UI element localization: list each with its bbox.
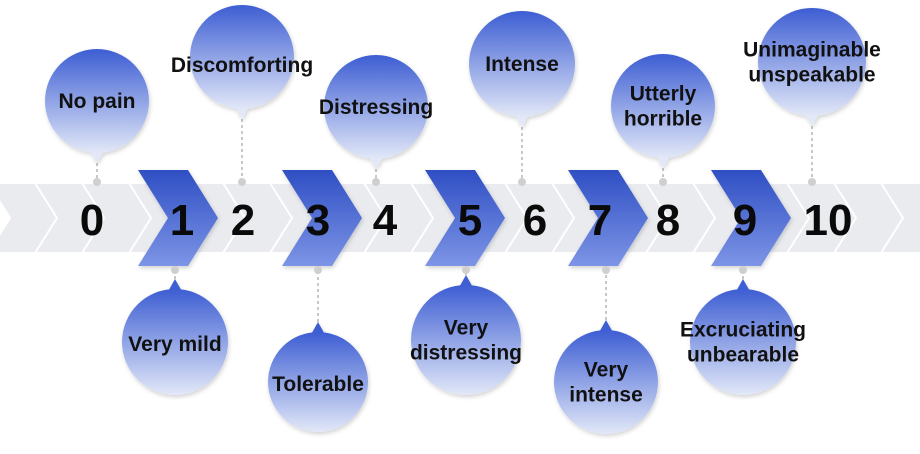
pain-label-line: intense: [569, 384, 643, 407]
connector-dot: [93, 178, 101, 186]
pain-label-6: Intense: [485, 53, 559, 76]
pain-label-line: Very: [584, 359, 629, 382]
pain-number-0: 0: [80, 196, 104, 245]
pain-label-line: Excruciating: [680, 319, 806, 342]
pain-number-10: 10: [804, 196, 853, 245]
bubble-10: [758, 8, 866, 126]
connector-dot: [462, 266, 470, 274]
chevron-arrow-highlight: [711, 170, 791, 266]
chevron-arrow-highlight: [138, 170, 218, 266]
pain-number-7: 7: [588, 196, 612, 245]
bubble-circle: [268, 332, 368, 432]
connector-dot: [808, 178, 816, 186]
bubble-circle: [611, 54, 715, 158]
pain-label-line: Utterly: [630, 83, 697, 106]
chevron-arrow-highlight: [425, 170, 505, 266]
chevron-band: [0, 170, 920, 266]
pain-label-line: Tolerable: [272, 373, 364, 396]
bubble-2: [190, 5, 294, 119]
pain-number-6: 6: [523, 196, 547, 245]
bubble-circle: [758, 8, 866, 116]
bubble-8: [611, 54, 715, 168]
bubble-circle: [190, 5, 294, 109]
bubble-circle: [45, 49, 149, 153]
pain-label-line: Unimaginable: [743, 39, 881, 62]
bubble-1: [122, 279, 228, 395]
bubble-circle: [469, 11, 575, 117]
connector-dot: [372, 178, 380, 186]
bubble-circle: [554, 330, 658, 434]
pain-number-4: 4: [373, 196, 398, 245]
pain-number-1: 1: [170, 196, 194, 245]
pain-label-0: No pain: [59, 90, 136, 113]
pain-number-5: 5: [458, 196, 482, 245]
bubble-4: [324, 55, 428, 169]
bubble-circle: [324, 55, 428, 159]
pain-label-line: Discomforting: [171, 54, 313, 77]
pain-number-3: 3: [306, 196, 330, 245]
bubble-circle: [690, 289, 796, 395]
pain-number-2: 2: [231, 196, 255, 245]
pain-label-line: No pain: [59, 90, 136, 113]
pain-label-1: Very mild: [128, 333, 221, 356]
pain-label-2: Discomforting: [171, 54, 313, 77]
connector-dot: [314, 266, 322, 274]
pain-label-line: unbearable: [687, 344, 799, 367]
pain-label-line: horrible: [624, 108, 702, 131]
connector-lines: [93, 119, 816, 322]
connector-dot: [739, 266, 747, 274]
bubble-9: [690, 279, 796, 395]
bubble-5: [411, 275, 521, 395]
bubble-3: [268, 322, 368, 432]
pain-label-line: unspeakable: [748, 64, 875, 87]
pain-label-4: Distressing: [319, 96, 433, 119]
pain-label-line: Very mild: [128, 333, 221, 356]
pain-label-3: Tolerable: [272, 373, 364, 396]
connector-dot: [518, 178, 526, 186]
chevron-arrow-highlight: [568, 170, 648, 266]
chevron-arrow-highlight: [282, 170, 362, 266]
pain-label-line: distressing: [410, 342, 522, 365]
bubble-6: [469, 11, 575, 127]
connector-dot: [238, 178, 246, 186]
pain-number-9: 9: [733, 196, 757, 245]
connector-dot: [171, 266, 179, 274]
pain-label-line: Intense: [485, 53, 559, 76]
bubble-circle: [122, 289, 228, 395]
bubble-7: [554, 320, 658, 434]
connector-dot: [602, 266, 610, 274]
connector-dot: [659, 178, 667, 186]
pain-label-line: Distressing: [319, 96, 433, 119]
chevron-arrow-light: [879, 182, 920, 254]
bubble-0: [45, 49, 149, 163]
bubble-circle: [411, 285, 521, 395]
pain-label-line: Very: [444, 317, 489, 340]
pain-number-8: 8: [656, 196, 680, 245]
